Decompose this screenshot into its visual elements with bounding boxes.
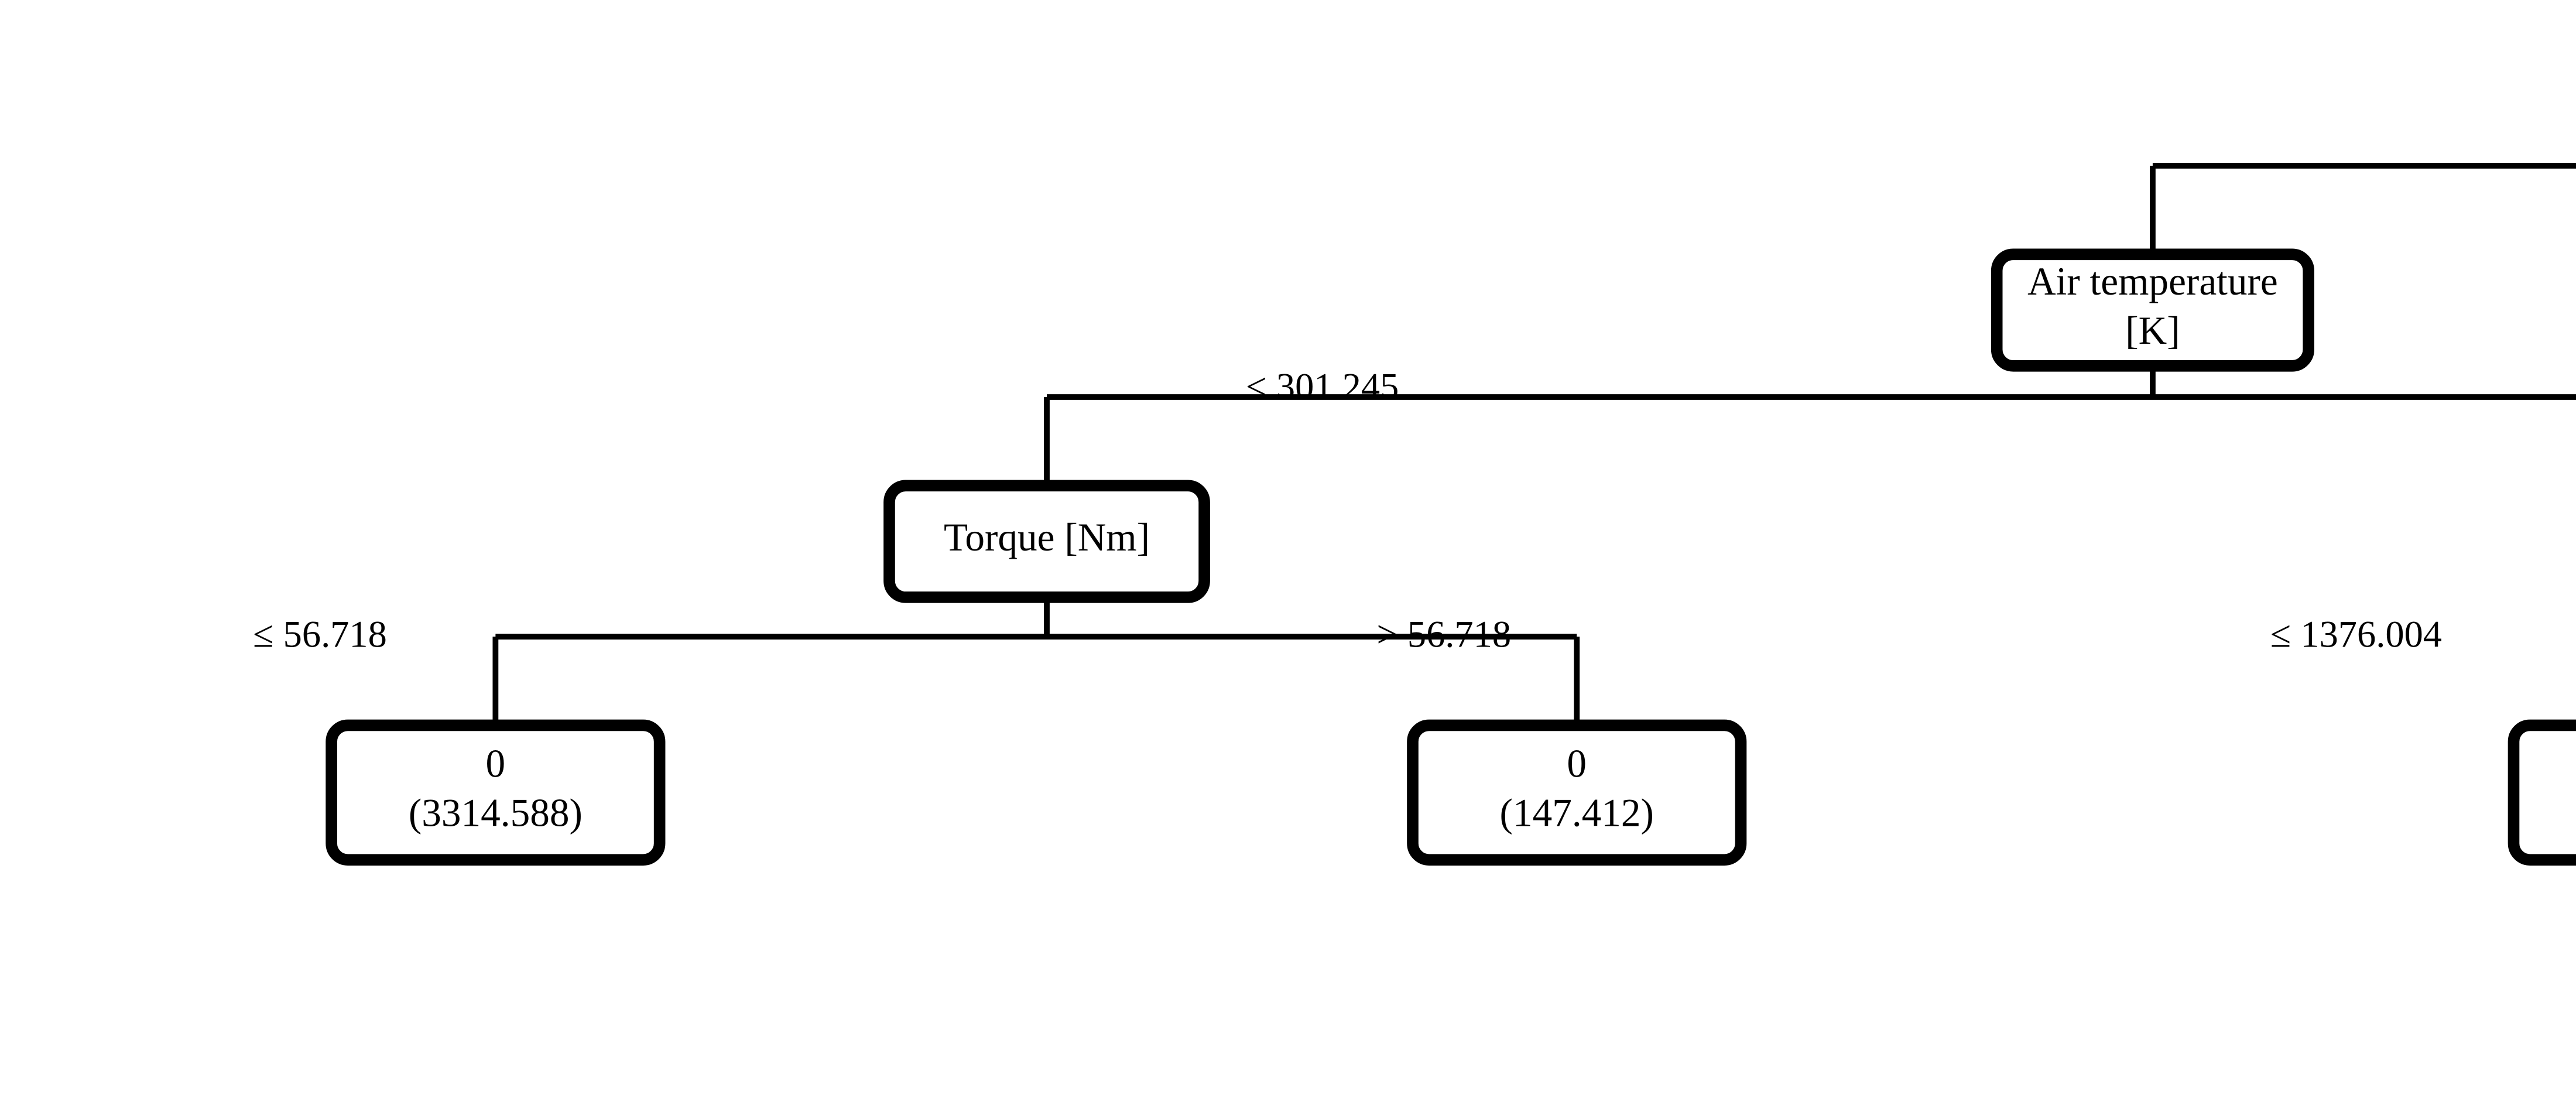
node-text-line: (3314.588) bbox=[409, 791, 583, 835]
leaf-node[interactable]: 0 (147.412) bbox=[1407, 719, 1747, 866]
node-text-line: 0 bbox=[1567, 742, 1587, 786]
node-text-line: Torque [Nm] bbox=[944, 515, 1150, 559]
split-node[interactable]: Air temperature [K] bbox=[1991, 248, 2314, 372]
edge-labels-layer: ≤ 301.845> 301.845≤ 301.245> 301.245≤ 13… bbox=[253, 366, 2442, 655]
node-text-line: Air temperature bbox=[2027, 259, 2278, 303]
edges-layer bbox=[492, 163, 2576, 726]
node-text-line: (147.412) bbox=[1500, 791, 1654, 835]
split-node[interactable]: Torque [Nm] bbox=[883, 480, 1210, 603]
node-box bbox=[1991, 248, 2314, 372]
leaf-node[interactable]: 0 (3314.588) bbox=[326, 719, 666, 866]
node-box bbox=[883, 480, 1210, 603]
edge-group bbox=[2150, 163, 2576, 255]
nodes-layer: Air temperature[K]Air temperature[K]Rota… bbox=[326, 248, 2576, 866]
edge-label-right-n3: > 56.718 bbox=[1376, 614, 1511, 655]
node-box bbox=[326, 719, 666, 866]
leaf-node[interactable]: 1(95.000) bbox=[2508, 719, 2576, 866]
node-text-line: [K] bbox=[2125, 309, 2180, 353]
node-text-line: 0 bbox=[486, 742, 506, 786]
edge-label-left-n1: ≤ 301.245 bbox=[1246, 366, 1399, 408]
edge-label-left-n3: ≤ 56.718 bbox=[253, 614, 387, 655]
node-box bbox=[1407, 719, 1747, 866]
edge-group bbox=[492, 597, 1580, 726]
edge-label-left-n4: ≤ 1376.004 bbox=[2270, 614, 2442, 655]
node-box bbox=[2508, 719, 2576, 866]
